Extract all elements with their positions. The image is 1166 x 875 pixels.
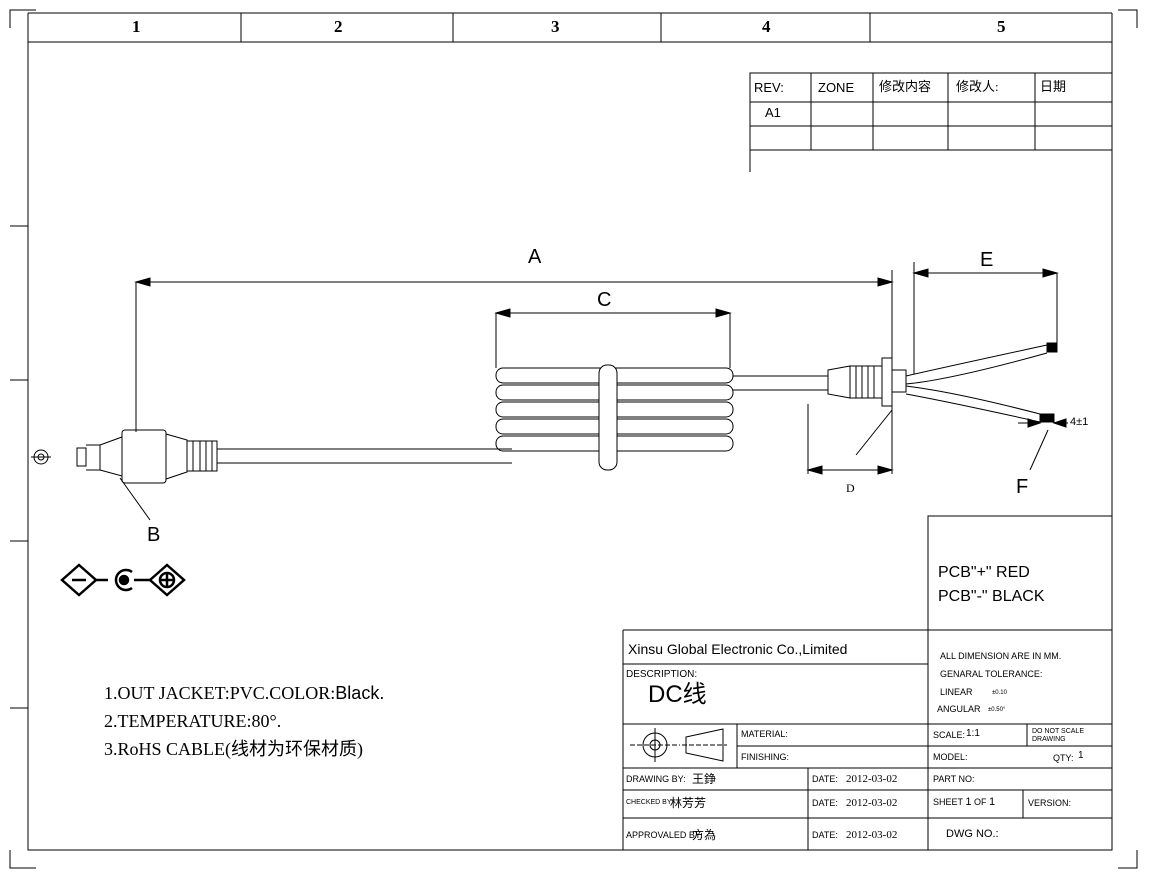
zone-label-2: 2 [334,17,343,36]
frame-corner-bl [9,850,36,869]
rev-header-zone: ZONE [818,80,855,95]
drawing-date-label: DATE: [812,774,838,784]
checked-date-value: 2012-03-02 [846,797,898,809]
model-label: MODEL: [933,752,968,762]
finishing-label: FINISHING: [741,752,790,762]
approved-by-value: 方為 [692,828,717,842]
pcb-negative-note: PCB"-" BLACK [938,588,1045,605]
dwg-no-label: DWG NO.: [946,828,999,840]
note-1-text: 1.OUT JACKET:PVC.COLOR: [104,683,336,703]
note-2: 2.TEMPERATURE:80°. [104,711,282,731]
drawing-by-value: 王錚 [692,772,717,786]
rev-header-date: 日期 [1040,79,1067,94]
tolerance-line-1: ALL DIMENSION ARE IN MM. [940,651,1062,661]
part-no-label: PART NO: [933,774,975,784]
qty-value: 1 [1078,750,1084,761]
approved-date-value: 2012-03-02 [846,829,898,841]
checked-date-label: DATE: [812,798,838,808]
dim-label-f: F [1016,476,1029,498]
linear-value: ±0.10 [992,690,1007,696]
dim-label-e: E [980,249,994,271]
frame-corner-br [1118,850,1138,869]
company-name: Xinsu Global Electronic Co.,Limited [628,641,848,657]
sheet-of: OF [974,797,987,807]
dim-label-strip-tolerance: 4±1 [1070,416,1089,428]
zone-label-1: 1 [132,17,141,36]
zone-label-4: 4 [762,17,771,36]
dim-label-b: B [147,524,161,546]
scale-value: 1:1 [966,728,980,739]
note-3: 3.RoHS CABLE(线材为环保材质) [104,739,364,759]
checked-by-value: 林芳芳 [670,796,707,810]
dim-label-d: D [846,481,855,495]
dim-label-a: A [528,246,542,268]
frame-corner-tl [9,9,36,28]
dimension-lines [119,262,1068,521]
dim-label-c: C [597,289,612,311]
qty-label: QTY: [1053,753,1074,763]
rev-header-reviser: 修改人: [956,79,999,94]
angular-value: ±0.50° [988,707,1006,713]
do-not-scale-line-2: DRAWING [1032,736,1066,743]
approved-by-label: APPROVALED BY: [626,830,703,840]
sheet-label: SHEET [933,797,963,807]
revision-table-grid [749,72,1113,172]
zone-label-5: 5 [997,17,1006,36]
note-1-color: Black. [335,683,385,703]
description-label: DESCRIPTION: [626,669,698,680]
polarity-symbol [60,563,186,597]
linear-label: LINEAR [940,687,973,697]
approved-date-label: DATE: [812,830,838,840]
drawing-border [27,41,1113,851]
material-label: MATERIAL: [741,729,788,739]
rev-header-content: 修改内容 [879,79,932,94]
scale-label: SCALE: [933,730,966,740]
sheet-total: 1 [989,796,996,808]
sheet-block: SHEET 1 OF 1 [933,797,995,808]
zone-label-3: 3 [551,17,560,36]
rev-row-1-rev: A1 [765,105,781,120]
do-not-scale-line-1: DO NOT SCALE [1032,728,1084,735]
checked-by-label: CHECKED BY: [626,799,674,806]
title-block-grid [622,515,1113,850]
cable-drawing [31,342,1058,484]
frame-corner-tr [1118,9,1138,28]
sheet-value: 1 [965,796,972,808]
pcb-positive-note: PCB"+" RED [938,564,1030,581]
note-1: 1.OUT JACKET:PVC.COLOR:Black. [104,684,384,702]
tolerance-line-2: GENARAL TOLERANCE: [940,669,1043,679]
version-label: VERSION: [1028,798,1072,808]
description-value: DC线 [648,681,707,708]
angular-label: ANGULAR [937,704,981,714]
drawing-date-value: 2012-03-02 [846,773,898,785]
rev-header-rev: REV: [754,80,784,95]
drawing-by-label: DRAWING BY: [626,774,686,784]
